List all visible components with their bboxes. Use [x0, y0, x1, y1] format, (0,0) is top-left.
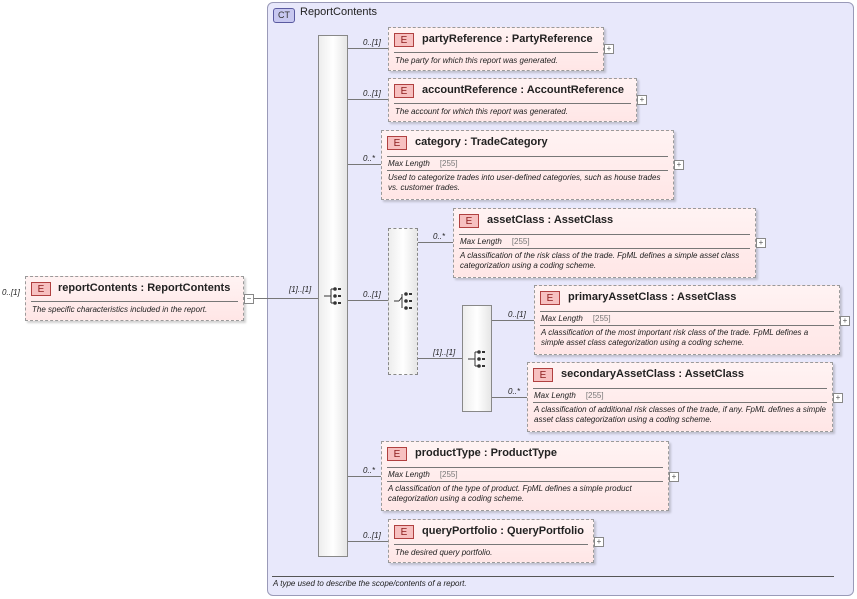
connector-line — [418, 358, 462, 359]
facet-max-length: Max Length[255] — [460, 237, 530, 246]
element-documentation: A classification of the type of product.… — [388, 484, 632, 503]
sub-sequence-cardinality: [1]..[1] — [433, 348, 456, 357]
element-name: productType : ProductType — [415, 447, 557, 459]
element-name: category : TradeCategory — [415, 136, 548, 148]
element-name: assetClass : AssetClass — [487, 214, 614, 226]
element-documentation: The desired query portfolio. — [395, 548, 493, 557]
element-divider — [387, 156, 668, 157]
element-documentation: A classification of the most important r… — [541, 328, 809, 347]
element-name: accountReference : AccountReference — [422, 84, 624, 96]
choice-icon — [394, 292, 412, 310]
connector-line — [492, 397, 527, 398]
connector-line — [348, 99, 388, 100]
complex-type-title: ReportContents — [300, 6, 378, 18]
root-cardinality: 0..[1] — [2, 288, 20, 297]
element-partyReference[interactable]: E partyReference : PartyReference The pa… — [388, 27, 604, 71]
element-divider — [31, 301, 238, 302]
element-badge: E — [533, 368, 553, 382]
sequence-compositor — [318, 35, 348, 557]
element-productType[interactable]: E productType : ProductType Max Length[2… — [381, 441, 669, 511]
root-element-documentation: The specific characteristics included in… — [32, 305, 208, 314]
root-element-box[interactable]: E reportContents : ReportContents The sp… — [25, 276, 244, 321]
element-documentation: Used to categorize trades into user-defi… — [388, 173, 661, 192]
expand-icon[interactable]: + — [756, 238, 766, 248]
expand-icon[interactable]: + — [840, 316, 850, 326]
element-queryPortfolio[interactable]: E queryPortfolio : QueryPortfolio The de… — [388, 519, 594, 563]
cardinality-label: 0..[1] — [363, 531, 381, 540]
element-divider — [459, 248, 750, 249]
element-badge: E — [387, 447, 407, 461]
collapse-root-icon[interactable]: − — [244, 294, 254, 304]
cardinality-label: 0..* — [363, 154, 376, 163]
element-secondaryAssetClass[interactable]: E secondaryAssetClass : AssetClass Max L… — [527, 362, 833, 432]
cardinality-label: 0..[1] — [363, 38, 381, 47]
connector-line — [348, 541, 388, 542]
element-badge: E — [387, 136, 407, 150]
expand-icon[interactable]: + — [674, 160, 684, 170]
element-divider — [533, 402, 827, 403]
element-name: primaryAssetClass : AssetClass — [568, 291, 737, 303]
sequence-icon — [468, 350, 485, 368]
connector-line — [348, 476, 381, 477]
element-name: partyReference : PartyReference — [422, 33, 593, 45]
element-documentation: The account for which this report was ge… — [395, 107, 568, 116]
connector-line — [418, 242, 453, 243]
element-divider — [394, 52, 598, 53]
expand-icon[interactable]: + — [594, 537, 604, 547]
complex-type-divider — [272, 576, 834, 577]
element-badge: E — [31, 282, 51, 296]
sequence-cardinality: [1]..[1] — [289, 285, 312, 294]
expand-icon[interactable]: + — [604, 44, 614, 54]
element-divider — [540, 325, 834, 326]
element-name: secondaryAssetClass : AssetClass — [561, 368, 745, 380]
root-element-name: reportContents : ReportContents — [58, 282, 231, 294]
element-badge: E — [394, 525, 414, 539]
element-accountReference[interactable]: E accountReference : AccountReference Th… — [388, 78, 637, 122]
sub-sequence-compositor — [462, 305, 492, 412]
element-divider — [387, 481, 663, 482]
element-documentation: The party for which this report was gene… — [395, 56, 558, 65]
cardinality-label: 0..* — [363, 466, 376, 475]
complex-type-badge: CT — [273, 8, 295, 23]
element-assetClass[interactable]: E assetClass : AssetClass Max Length[255… — [453, 208, 756, 278]
element-name: queryPortfolio : QueryPortfolio — [422, 525, 584, 537]
facet-max-length: Max Length[255] — [541, 314, 611, 323]
element-badge: E — [394, 33, 414, 47]
element-documentation: A classification of additional risk clas… — [534, 405, 826, 424]
cardinality-label: 0..* — [433, 232, 446, 241]
element-category[interactable]: E category : TradeCategory Max Length[25… — [381, 130, 674, 200]
element-divider — [459, 234, 750, 235]
connector-line — [348, 48, 388, 49]
complex-type-documentation: A type used to describe the scope/conten… — [273, 579, 467, 588]
element-divider — [394, 103, 631, 104]
element-badge: E — [459, 214, 479, 228]
connector-line — [348, 164, 381, 165]
cardinality-label: 0..[1] — [508, 310, 526, 319]
cardinality-label: 0..[1] — [363, 89, 381, 98]
expand-icon[interactable]: + — [669, 472, 679, 482]
connector-line — [348, 300, 388, 301]
element-badge: E — [540, 291, 560, 305]
expand-icon[interactable]: + — [833, 393, 843, 403]
element-primaryAssetClass[interactable]: E primaryAssetClass : AssetClass Max Len… — [534, 285, 840, 355]
element-divider — [387, 170, 668, 171]
choice-compositor — [388, 228, 418, 375]
element-divider — [387, 467, 663, 468]
connector-line — [492, 320, 534, 321]
facet-max-length: Max Length[255] — [534, 391, 604, 400]
sequence-icon — [324, 287, 341, 305]
element-divider — [394, 544, 588, 545]
expand-icon[interactable]: + — [637, 95, 647, 105]
element-badge: E — [394, 84, 414, 98]
facet-max-length: Max Length[255] — [388, 470, 458, 479]
element-documentation: A classification of the risk class of th… — [460, 251, 740, 270]
choice-cardinality: 0..[1] — [363, 290, 381, 299]
element-divider — [540, 311, 834, 312]
connector-line — [254, 298, 318, 299]
cardinality-label: 0..* — [508, 387, 521, 396]
element-divider — [533, 388, 827, 389]
facet-max-length: Max Length[255] — [388, 159, 458, 168]
